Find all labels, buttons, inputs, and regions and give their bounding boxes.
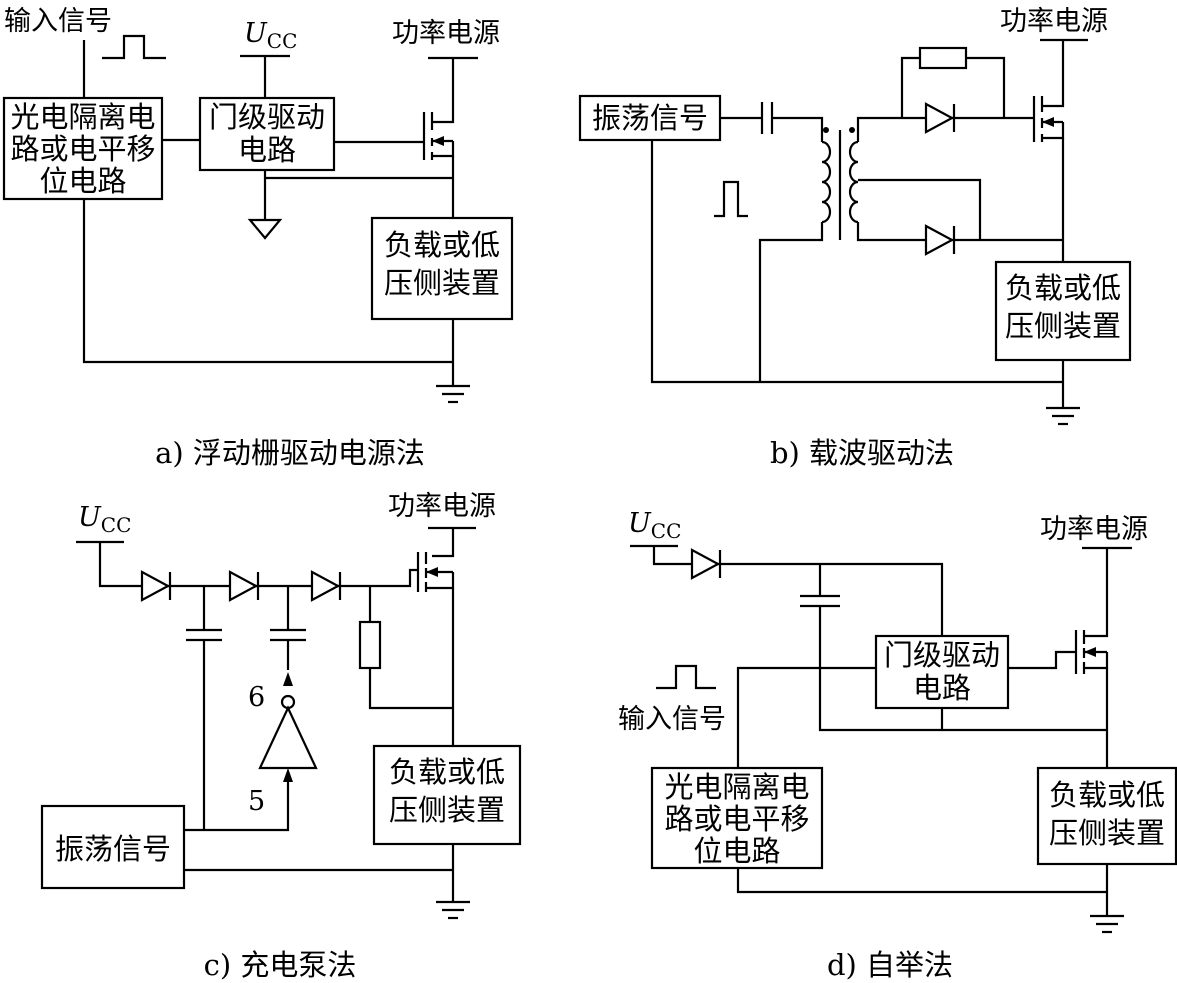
wire [98,542,418,588]
load-text-line2: 压侧装置 [1049,816,1165,850]
diode-icon [310,570,342,602]
isolation-text-line1: 光电隔离电 [664,770,809,804]
pulse-icon [714,180,748,218]
wire [368,668,453,710]
wire [856,116,1034,142]
wire [82,199,453,364]
mosfet-icon [422,112,455,160]
panel-d: UCC 功率电源 门级驱动 电路 [618,508,1177,982]
mosfet-icon [416,552,455,592]
ground-triangle-icon [247,218,283,240]
isolation-circuit-box-a [2,96,164,201]
arrow-icon [283,672,293,686]
vcc-label-d: UCC [628,508,681,543]
wire [966,56,1006,118]
pulse-icon [656,664,716,690]
diode-icon [228,570,260,602]
wire [758,222,824,382]
wire [432,58,455,124]
dot-marker [849,127,855,133]
load-text-line2: 压侧装置 [384,266,500,300]
wire [1008,650,1076,670]
oscillator-box-b [578,94,722,142]
diode-icon [690,548,722,580]
resistor-icon [918,46,968,70]
pin-6-label: 6 [248,682,265,713]
secondary-coil-icon [848,140,859,224]
oscillator-text: 振荡信号 [55,832,171,866]
wire [736,666,876,768]
load-text-line1: 负载或低 [1005,271,1121,305]
oscillator-text: 振荡信号 [592,101,708,135]
wire [1042,40,1065,108]
gate-driver-text-line2: 电路 [913,671,971,705]
wire [772,116,824,142]
caption-a: a) 浮动栅驱动电源法 [155,436,425,470]
caption-d: d) 自举法 [827,948,953,982]
input-signal-label-a: 输入信号 [4,6,112,37]
wire [650,140,1063,384]
input-signal-label-d: 输入信号 [618,704,726,735]
gate-driver-text-line2: 电路 [238,133,296,167]
isolation-text-line3: 位电路 [693,834,780,868]
power-supply-label-b: 功率电源 [1000,6,1108,37]
isolation-text-line1: 光电隔离电 [10,100,155,134]
pulse-icon [102,34,166,60]
diode-icon [924,224,956,256]
oscillator-box-c [40,804,186,890]
diode-icon [924,102,956,134]
pin-5-label: 5 [248,786,265,817]
mosfet-icon [1032,96,1065,142]
ground-icon [1090,914,1124,934]
wire [818,606,1107,732]
load-text-line1: 负载或低 [389,755,505,789]
gate-driver-box-d [874,634,1010,710]
wire [858,178,982,240]
resistor-icon [358,620,382,670]
wire [652,546,944,636]
inverter-icon [258,705,318,770]
load-box-c [372,744,522,846]
isolation-text-line2: 路或电平移 [664,802,809,836]
wire [432,528,455,558]
isolation-text-line3: 位电路 [39,164,126,198]
ground-icon [436,900,470,920]
ground-icon [436,384,470,404]
dot-marker [823,127,829,133]
isolation-circuit-box-d [650,766,824,870]
wire [184,782,290,832]
wire [856,222,1063,242]
primary-coil-icon [821,140,832,224]
load-text-line1: 负载或低 [1049,778,1165,812]
load-text-line2: 压侧装置 [1005,309,1121,343]
power-supply-label-d: 功率电源 [1040,514,1148,545]
arrow-icon [283,768,293,782]
caption-c: c) 充电泵法 [204,948,357,982]
vcc-label-c: UCC [78,502,131,537]
gate-driver-text-line1: 门级驱动 [209,100,325,134]
load-text-line1: 负载或低 [384,228,500,262]
caption-b: b) 载波驱动法 [770,436,954,470]
ground-icon [1046,406,1080,426]
power-supply-label-c: 功率电源 [388,491,496,522]
panel-b: 功率电源 振荡信号 [578,6,1132,470]
panel-c: UCC 功率电源 [40,491,522,982]
gate-driver-text-line1: 门级驱动 [884,638,1000,672]
diode-icon [140,570,172,602]
power-supply-label-a: 功率电源 [392,18,500,49]
load-box-b [994,260,1132,362]
load-box-d [1036,766,1177,866]
wire [1084,548,1109,638]
gate-driver-box-a [198,96,336,172]
isolation-text-line2: 路或电平移 [10,132,155,166]
load-text-line2: 压侧装置 [389,793,505,827]
load-box-a [370,216,514,321]
wire [900,56,920,118]
wire [736,868,1107,894]
panel-a: 输入信号 UCC 功率电源 光电隔离电 路或电平移 位电路 门级驱动 电路 [2,6,514,470]
vcc-label-a: UCC [244,18,297,53]
